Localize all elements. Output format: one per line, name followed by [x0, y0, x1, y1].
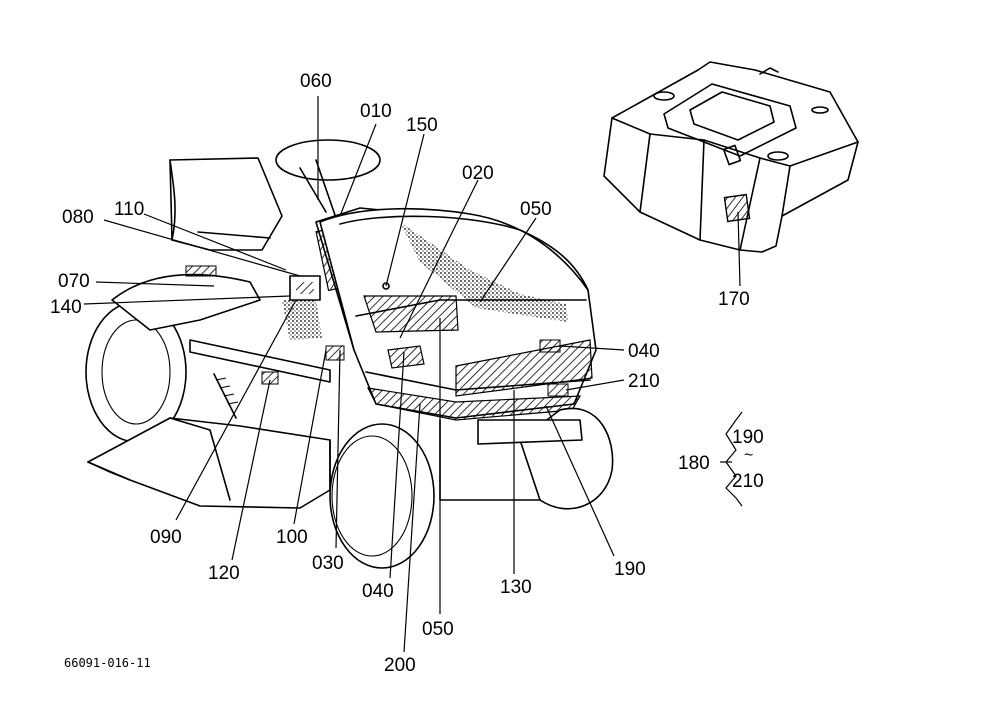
range-group-label: 180 — [678, 453, 710, 474]
callout-040-right: 040 — [628, 341, 660, 362]
tractor-body — [85, 139, 614, 569]
callout-150: 150 — [406, 115, 438, 136]
callout-050-top: 050 — [520, 199, 552, 220]
callout-130: 130 — [500, 577, 532, 598]
callout-200: 200 — [384, 655, 416, 676]
callout-010: 010 — [360, 101, 392, 122]
callout-110: 110 — [114, 199, 145, 220]
callout-020: 020 — [462, 163, 494, 184]
range-group-to: 210 — [732, 471, 764, 492]
callout-070: 070 — [58, 271, 90, 292]
callout-140: 140 — [50, 297, 82, 318]
range-group-from: 190 — [732, 427, 764, 448]
callout-190: 190 — [614, 559, 646, 580]
callout-080: 080 — [62, 207, 94, 228]
callout-060: 060 — [300, 71, 332, 92]
callout-040-bottom: 040 — [362, 581, 394, 602]
callout-090: 090 — [150, 527, 182, 548]
callout-050-bottom: 050 — [422, 619, 454, 640]
leader-lines — [83, 96, 743, 653]
hood-panel-part — [603, 61, 859, 253]
callout-030: 030 — [312, 553, 344, 574]
callout-170: 170 — [718, 289, 750, 310]
callout-210-right: 210 — [628, 371, 660, 392]
callout-100: 100 — [276, 527, 308, 548]
drawing-code: 66091-016-11 — [64, 656, 151, 670]
callout-120: 120 — [208, 563, 240, 584]
range-group-tilde: ~ — [744, 447, 754, 464]
